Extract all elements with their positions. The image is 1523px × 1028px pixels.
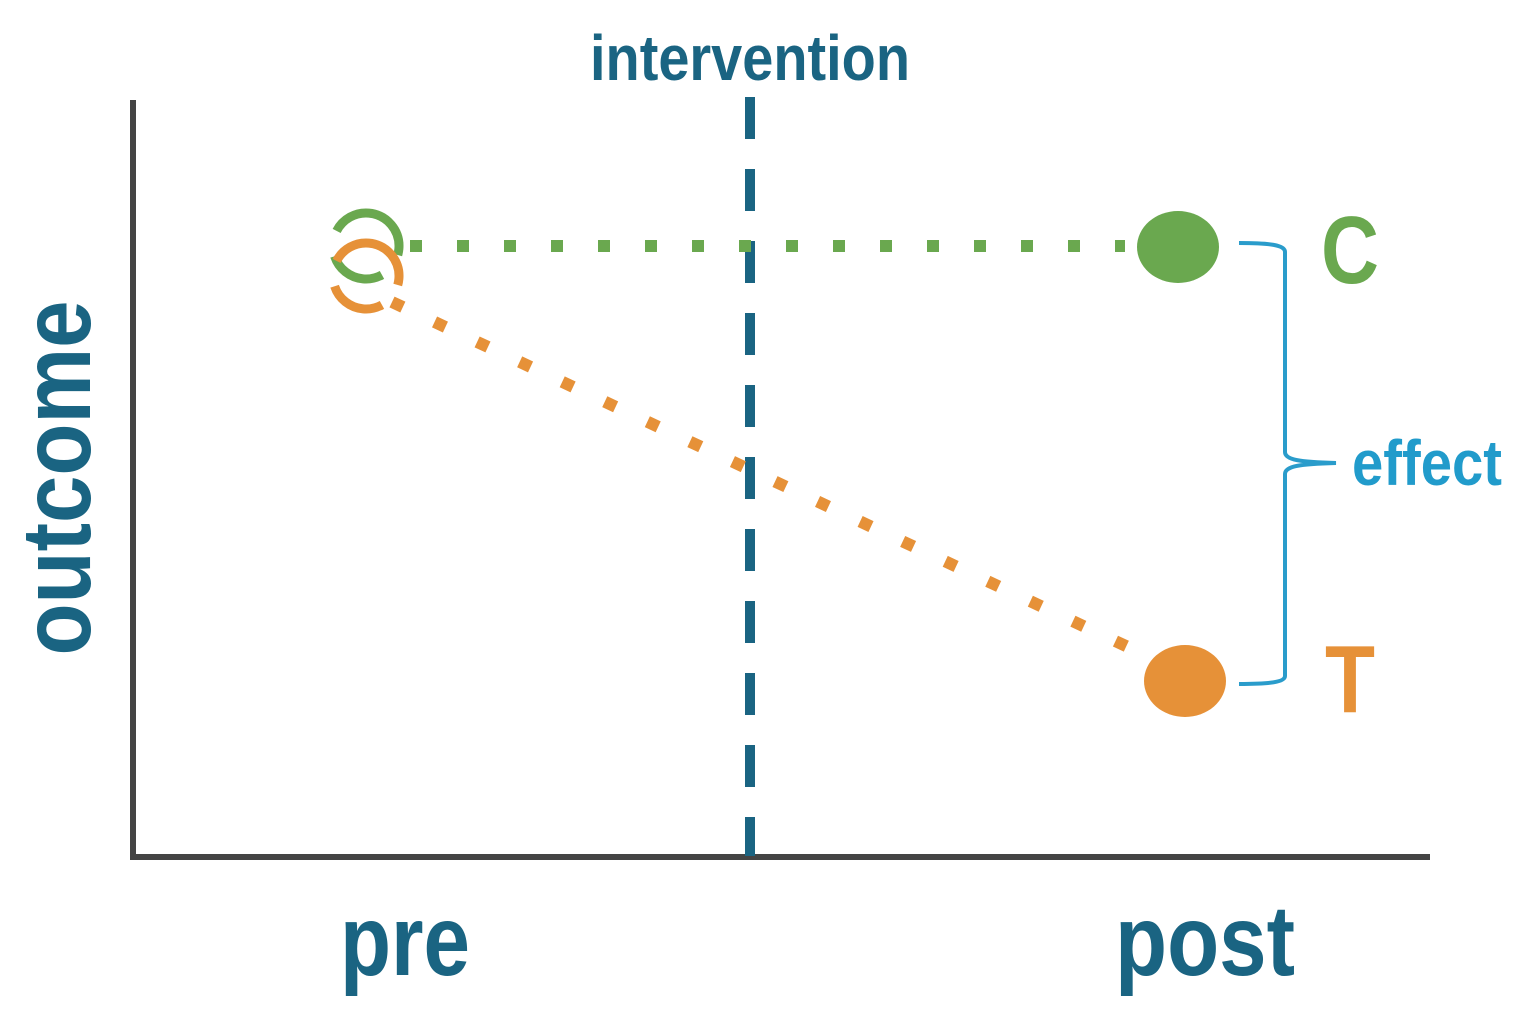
y-axis-label: outcome [1,301,111,656]
control-label: C [1321,197,1379,304]
control-pre-point [328,208,404,284]
treatment-trajectory [389,296,1163,668]
treatment-pre-point [328,238,404,314]
effect-label: effect [1352,427,1502,499]
effect-brace [1238,241,1337,686]
intervention-label: intervention [590,22,910,94]
x-label-pre: pre [340,885,470,997]
treatment-post-point [1144,645,1226,717]
x-label-post: post [1115,885,1295,997]
control-post-point [1137,211,1219,283]
treatment-label: T [1325,626,1375,733]
